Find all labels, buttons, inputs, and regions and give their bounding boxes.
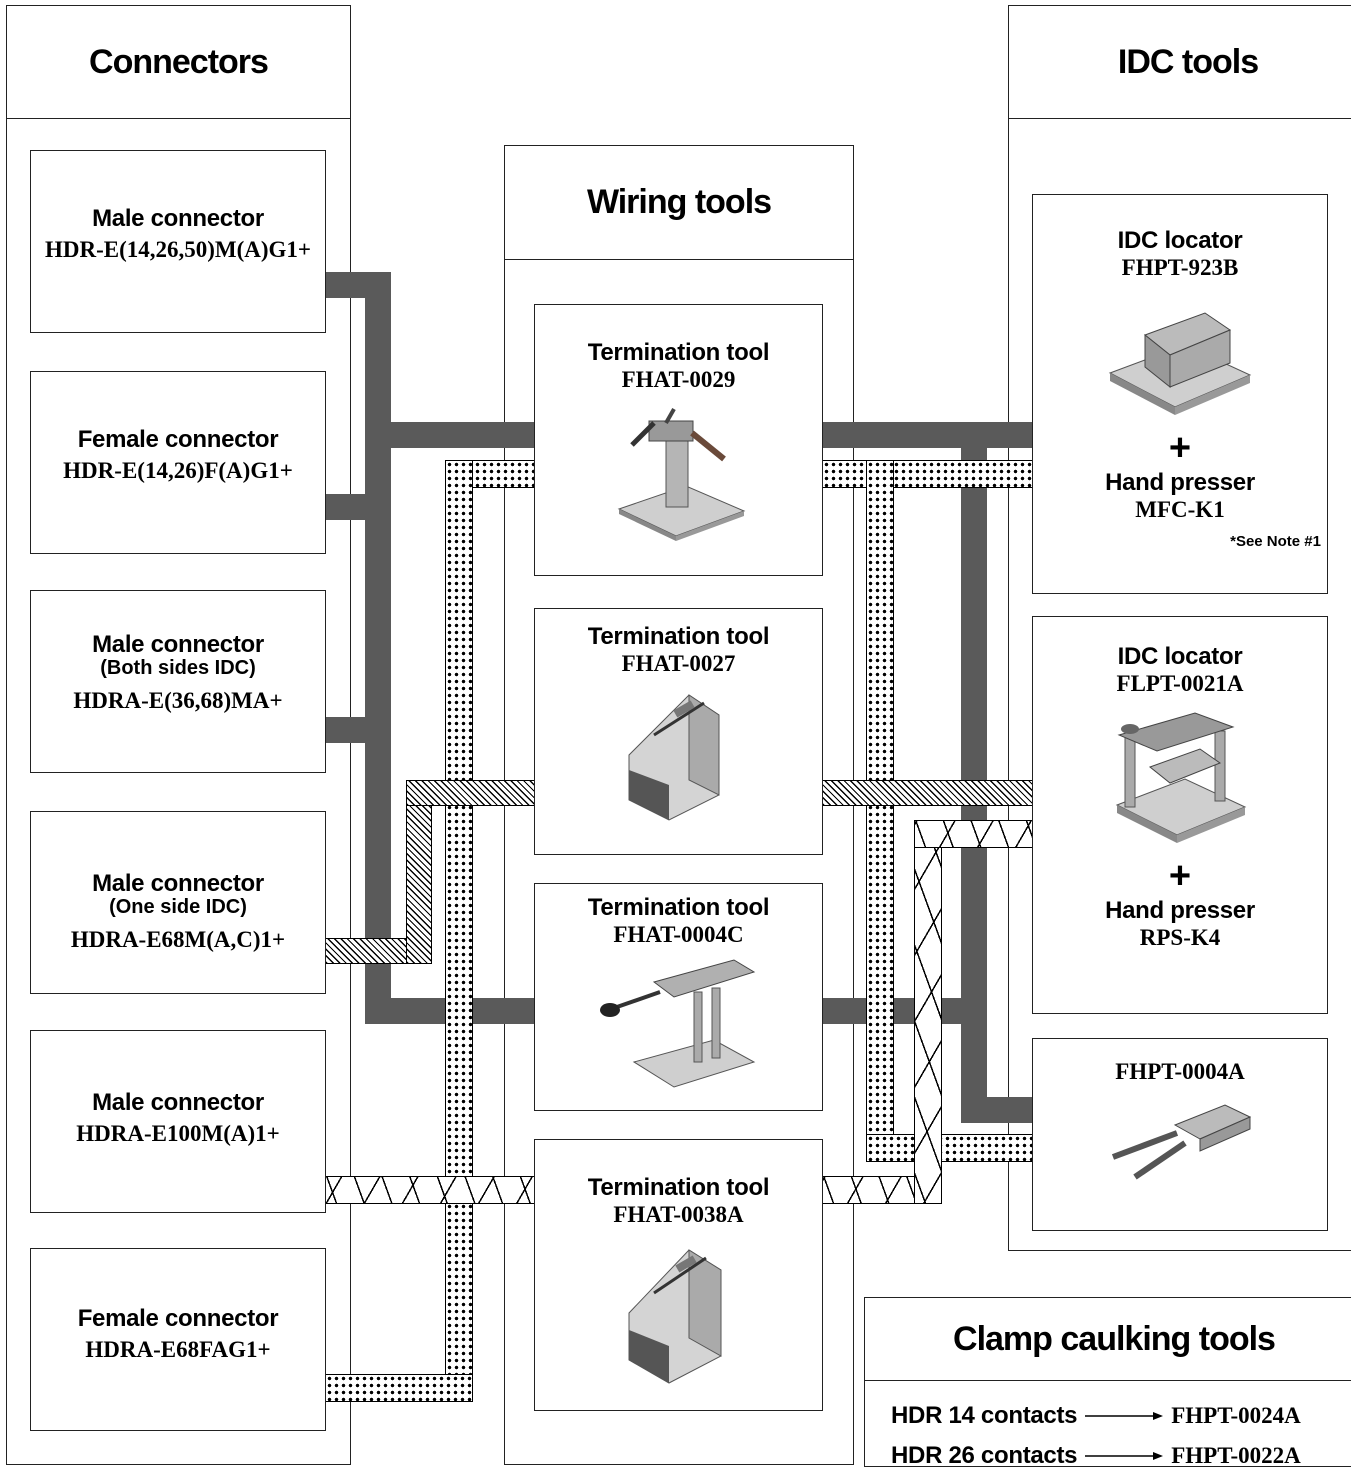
connector-box: Female connector HDR-E(14,26)F(A)G1+: [30, 371, 326, 554]
clamp-row-label: HDR 26 contacts: [891, 1442, 1078, 1469]
idc-tool-photo: [1111, 1104, 1252, 1180]
termination-tool-photo: [617, 408, 745, 541]
clamp-row-part-number: FHPT-0024A: [1171, 1403, 1301, 1428]
connector-box: Male connector (One side IDC) HDRA-E68M(…: [30, 811, 326, 994]
connector-line-hatched: [406, 780, 535, 806]
connector-line-solid: [961, 1097, 1034, 1123]
plus-sign: +: [1168, 855, 1192, 897]
tool-part-number: FHAT-0027: [621, 651, 736, 676]
connector-line-dotted: [325, 1374, 473, 1402]
see-note-text: *See Note #1: [1230, 533, 1321, 550]
connector-box: Male connector HDRA-E100M(A)1+: [30, 1030, 326, 1213]
idc-locator-part-number: FLPT-0021A: [1116, 671, 1244, 696]
termination-tool-box: Termination tool FHAT-0027: [534, 608, 823, 855]
tool-part-number: FHAT-0004C: [613, 922, 744, 947]
connector-label: Female connector: [77, 426, 279, 453]
idc-tool-box: FHPT-0004A: [1032, 1038, 1328, 1231]
hand-presser-label: Hand presser: [1105, 469, 1255, 496]
wiring-tools-column-title: Wiring tools: [586, 183, 772, 221]
connector-line-solid: [325, 494, 391, 520]
clamp-caulking-column: Clamp caulking tools: [864, 1297, 1351, 1467]
tool-label: Termination tool: [587, 1174, 770, 1201]
connector-line-hatched: [406, 780, 432, 964]
connector-line-dashed: [914, 820, 942, 1204]
connector-label: Male connector: [92, 1089, 264, 1116]
connector-part-number: HDR-E(14,26,50)M(A)G1+: [44, 237, 312, 262]
tool-label: Termination tool: [587, 339, 770, 366]
connector-line-solid: [365, 272, 391, 1024]
connector-box: Female connector HDRA-E68FAG1+: [30, 1248, 326, 1431]
hand-presser-part-number: RPS-K4: [1139, 925, 1221, 950]
connector-part-number: HDRA-E100M(A)1+: [76, 1121, 280, 1146]
idc-locator-label: IDC locator: [1117, 643, 1243, 670]
tool-label: Termination tool: [587, 623, 770, 650]
tool-part-number: FHAT-0038A: [613, 1202, 744, 1227]
connector-line-dotted: [445, 460, 473, 1402]
termination-tool-photo: [628, 694, 719, 821]
idc-tools-column-title: IDC tools: [1117, 42, 1259, 81]
clamp-row-part-number: FHPT-0022A: [1171, 1443, 1301, 1468]
hand-presser-part-number: MFC-K1: [1135, 497, 1225, 522]
arrow-right-icon: [1085, 1412, 1164, 1420]
connectors-column-header: Connectors: [7, 6, 350, 119]
clamp-row-label: HDR 14 contacts: [891, 1402, 1078, 1429]
clamp-caulking-column-header: Clamp caulking tools: [865, 1298, 1351, 1381]
idc-tool-part-number: FHPT-0004A: [1115, 1059, 1245, 1084]
connector-label: Male connector: [92, 631, 264, 658]
connector-part-number: HDRA-E(36,68)MA+: [73, 688, 283, 713]
arrow-right-icon: [1085, 1452, 1164, 1460]
termination-tool-box: Termination tool FHAT-0038A: [534, 1139, 823, 1411]
connector-line-dotted: [866, 460, 894, 1162]
connector-line-solid: [325, 717, 391, 743]
connectors-column-title: Connectors: [89, 42, 269, 81]
connector-part-number: HDR-E(14,26)F(A)G1+: [63, 458, 293, 483]
connector-box: Male connector HDR-E(14,26,50)M(A)G1+: [30, 150, 326, 333]
idc-locator-photo: [1115, 712, 1247, 843]
termination-tool-photo: [628, 1249, 721, 1384]
wiring-tools-column-header: Wiring tools: [505, 146, 853, 260]
connector-label: Female connector: [77, 1305, 279, 1332]
connector-label: Male connector: [92, 870, 264, 897]
termination-tool-photo: [599, 959, 755, 1088]
connector-line-solid: [822, 998, 987, 1024]
idc-tools-column-header: IDC tools: [1009, 6, 1351, 119]
connector-part-number: HDRA-E68FAG1+: [85, 1337, 271, 1362]
connector-part-number: HDRA-E68M(A,C)1+: [70, 927, 286, 952]
connector-label: Male connector: [92, 205, 264, 232]
connector-sublabel: (One side IDC): [109, 896, 247, 918]
hand-presser-label: Hand presser: [1105, 897, 1255, 924]
connector-line-hatched: [822, 780, 1034, 806]
clamp-row: HDR 26 contacts FHPT-0022A: [891, 1440, 1351, 1472]
idc-locator-label: IDC locator: [1117, 227, 1243, 254]
tool-part-number: FHAT-0029: [621, 367, 736, 392]
connector-line-solid: [822, 422, 1034, 448]
connector-line-dashed: [325, 1176, 535, 1204]
clamp-caulking-column-title: Clamp caulking tools: [953, 1319, 1276, 1358]
idc-locator-part-number: FHPT-923B: [1121, 255, 1239, 280]
connector-sublabel: (Both sides IDC): [100, 657, 256, 679]
connector-line-dashed: [914, 820, 1034, 848]
termination-tool-box: Termination tool FHAT-0029: [534, 304, 823, 576]
connector-line-dotted: [822, 460, 1034, 488]
plus-sign: +: [1168, 427, 1192, 469]
idc-locator-photo: [1108, 312, 1252, 415]
connector-line-solid: [365, 422, 535, 448]
termination-tool-box: Termination tool FHAT-0004C: [534, 883, 823, 1111]
connector-line-dotted: [866, 1134, 1034, 1162]
connector-box: Male connector (Both sides IDC) HDRA-E(3…: [30, 590, 326, 773]
idc-locator-box: IDC locator FLPT-0021A + Hand presser RP…: [1032, 616, 1328, 1014]
clamp-row: HDR 14 contacts FHPT-0024A: [891, 1400, 1351, 1432]
tool-label: Termination tool: [587, 894, 770, 921]
idc-locator-box: IDC locator FHPT-923B + Hand presser MFC…: [1032, 194, 1328, 594]
